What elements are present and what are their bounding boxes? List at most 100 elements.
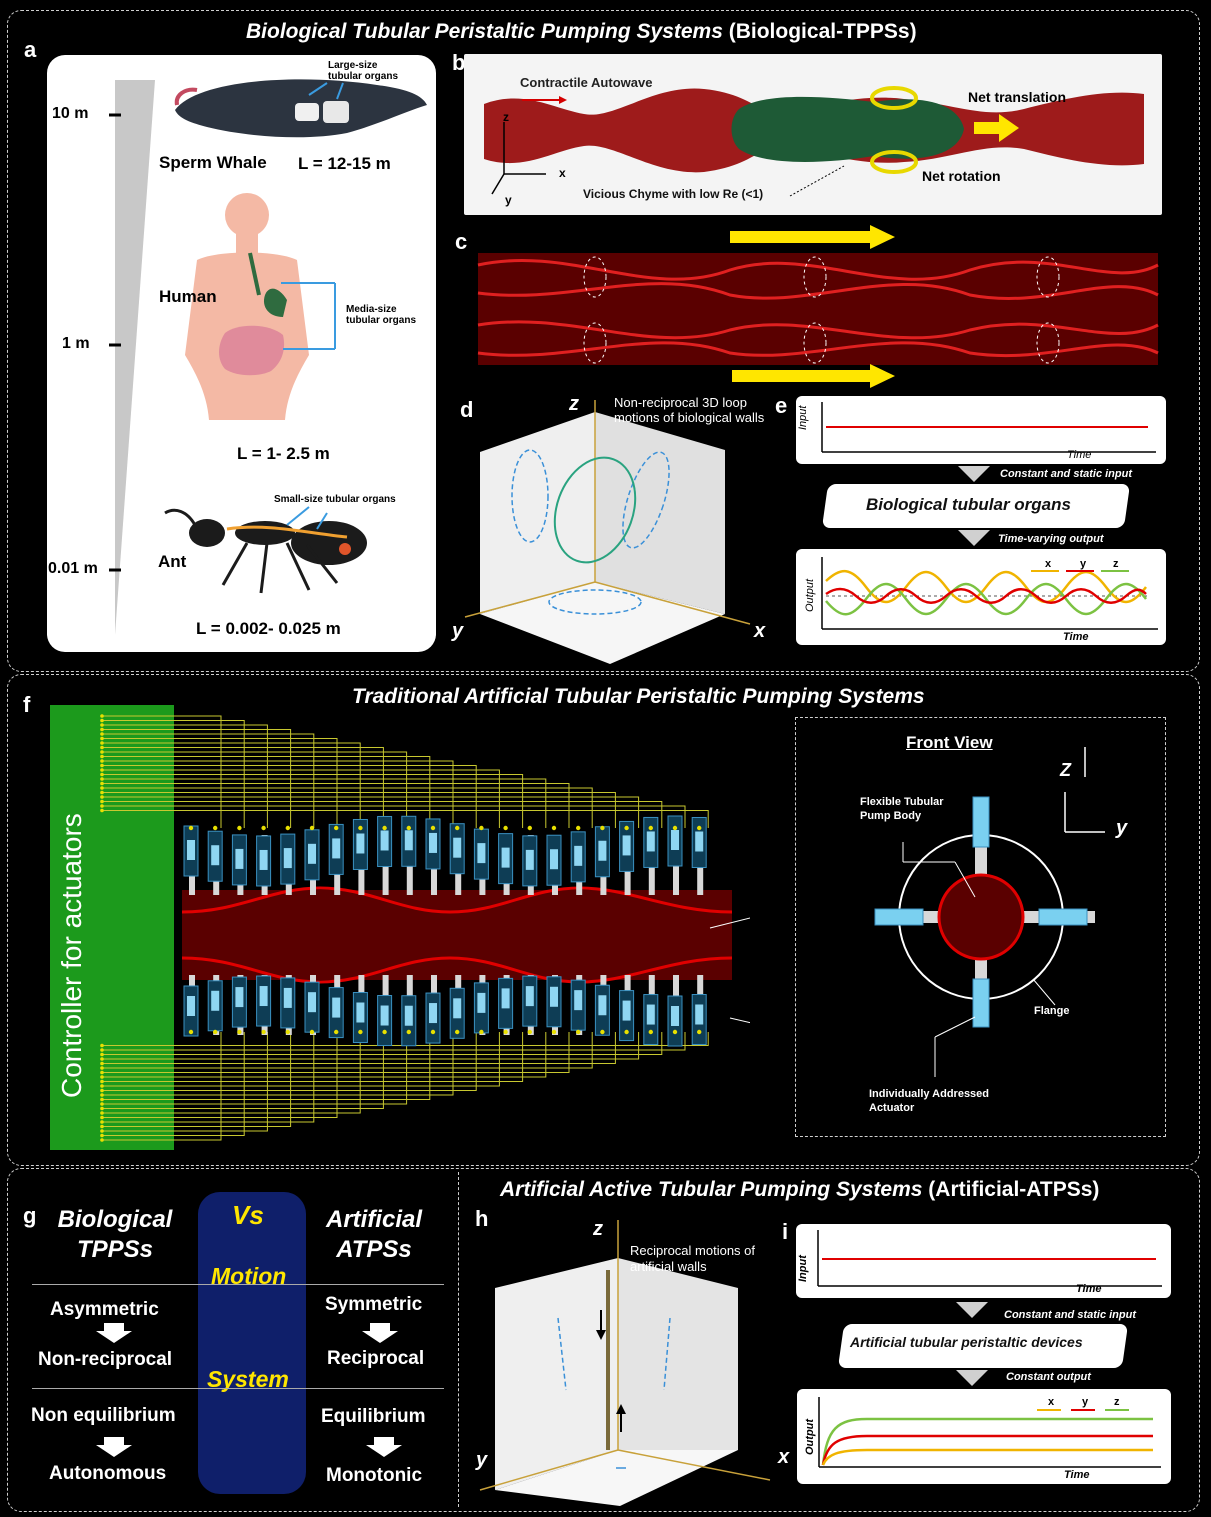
controller-pin xyxy=(100,790,104,795)
controller-pin xyxy=(100,714,104,718)
actuator-terminal xyxy=(261,1029,266,1035)
actuator-top-core xyxy=(235,848,244,869)
panel-label-d: d xyxy=(460,397,474,422)
actuator-terminal xyxy=(527,825,532,831)
panel-a-graphics xyxy=(109,79,427,635)
b-axis-x: x xyxy=(559,166,566,180)
e-constant-input: Constant and static input xyxy=(1000,468,1132,480)
controller-pin xyxy=(100,1097,104,1102)
actuator-top-core xyxy=(453,837,462,858)
ant-label: Ant xyxy=(158,552,187,571)
contractile-autowave-label: Contractile Autowave xyxy=(520,75,653,90)
actuator-terminal xyxy=(237,1029,242,1035)
actuator-terminal xyxy=(503,1029,508,1035)
c-bottom-arrow xyxy=(732,364,895,388)
panel-label-i: i xyxy=(782,1219,789,1244)
actuator-terminal xyxy=(624,825,629,831)
controller-wire xyxy=(102,1032,268,1132)
d-axis-z: z xyxy=(569,393,579,415)
controller-wire xyxy=(102,742,361,828)
divider-g-h xyxy=(458,1172,459,1507)
whale-length: L = 12-15 m xyxy=(298,154,391,173)
controller-pin xyxy=(100,1093,104,1097)
controller-wire xyxy=(102,1032,524,1082)
controller-pin xyxy=(100,1061,104,1066)
controller-pin xyxy=(100,1088,104,1093)
whale-organs-label: Large-size tubular organs xyxy=(328,60,399,82)
controller-pin xyxy=(100,1043,104,1048)
controller-pin xyxy=(100,1079,104,1084)
controller-pin xyxy=(100,786,104,790)
actuator-bottom-core xyxy=(235,987,244,1008)
actuator-top-core xyxy=(259,849,268,870)
controller-wire xyxy=(102,769,500,828)
actuator-top-core xyxy=(187,840,195,860)
controller-wire xyxy=(102,787,593,828)
actuator-terminal xyxy=(406,1029,411,1035)
i-curve-y xyxy=(821,1434,1153,1466)
controller-wire xyxy=(102,765,477,828)
controller-wire xyxy=(102,1032,663,1055)
actuator-bottom-core xyxy=(332,997,341,1018)
panel-b-graphics xyxy=(484,86,1144,197)
actuator-terminal xyxy=(430,825,436,831)
e-curve-x xyxy=(825,570,1147,604)
g-arrows xyxy=(96,1323,402,1457)
controller-pin xyxy=(100,1070,104,1075)
controller-pin xyxy=(100,763,104,768)
controller-wire xyxy=(102,724,268,828)
actuator-terminal xyxy=(309,1029,315,1035)
actuator-terminal xyxy=(406,825,411,831)
actuator-bottom-core xyxy=(356,1002,365,1023)
e-curve-y xyxy=(825,587,1147,604)
actuator-top-core xyxy=(283,848,292,869)
actuator-terminal xyxy=(648,1029,653,1035)
g-left-row1-bottom: Non-reciprocal xyxy=(38,1349,173,1370)
actuator-terminal xyxy=(188,825,194,831)
actuator-top-core xyxy=(574,845,583,866)
actuator-bottom-core xyxy=(574,990,583,1011)
d-caption: Non-reciprocal 3D loop motions of biolog… xyxy=(614,395,765,425)
actuator-bottom-core xyxy=(404,1005,413,1026)
actuator-top-core xyxy=(501,847,510,868)
controller-wire xyxy=(102,1032,686,1051)
controller-pin xyxy=(100,741,104,745)
actuator-bottom-core xyxy=(453,998,462,1019)
i-legend-x: x xyxy=(1048,1396,1055,1408)
actuator-terminal xyxy=(672,825,678,831)
actuator-terminal xyxy=(285,1029,290,1035)
scale-wedge xyxy=(115,80,155,635)
controller-wire xyxy=(102,1032,245,1136)
actuator-top-core xyxy=(695,831,704,852)
actuator-bottom-core xyxy=(622,1000,631,1021)
controller-pin xyxy=(100,1138,104,1142)
i-input-time: Time xyxy=(1076,1283,1102,1295)
controller-wire xyxy=(102,1032,454,1096)
d-axis-x: x xyxy=(754,620,766,642)
whale-label: Sperm Whale xyxy=(159,153,267,172)
net-rotation-label: Net rotation xyxy=(922,168,1001,184)
actuator-terminal xyxy=(576,1029,581,1035)
panel-label-h: h xyxy=(475,1206,489,1231)
actuator-terminal xyxy=(624,1029,629,1035)
actuator-top-core xyxy=(380,830,389,851)
actuator-terminal xyxy=(503,825,508,831)
panel-label-b: b xyxy=(452,50,466,75)
flexible-body-label: Flexible Tubular Pump Body xyxy=(860,796,944,822)
e-legend-z: z xyxy=(1113,558,1119,570)
e-output-axis-label: Output xyxy=(804,578,816,612)
actuator-top-core xyxy=(332,838,341,859)
chyme-bolus xyxy=(731,96,964,162)
controller-pin xyxy=(100,777,104,781)
e-input-time: Time xyxy=(1067,449,1092,461)
controller-pin xyxy=(100,732,104,736)
controller-wire xyxy=(102,792,616,828)
chyme-label: Vicious Chyme with low Re (<1) xyxy=(583,187,764,201)
controller-pin xyxy=(100,1106,104,1111)
e-output-plot xyxy=(821,557,1158,630)
controller-pin xyxy=(100,808,104,813)
g-right-row1-bottom: Reciprocal xyxy=(327,1348,425,1369)
controller-wire xyxy=(102,1032,640,1060)
actuator-terminal xyxy=(213,1029,218,1035)
actuator-label: Individually Addressed Actuator xyxy=(869,1088,990,1114)
